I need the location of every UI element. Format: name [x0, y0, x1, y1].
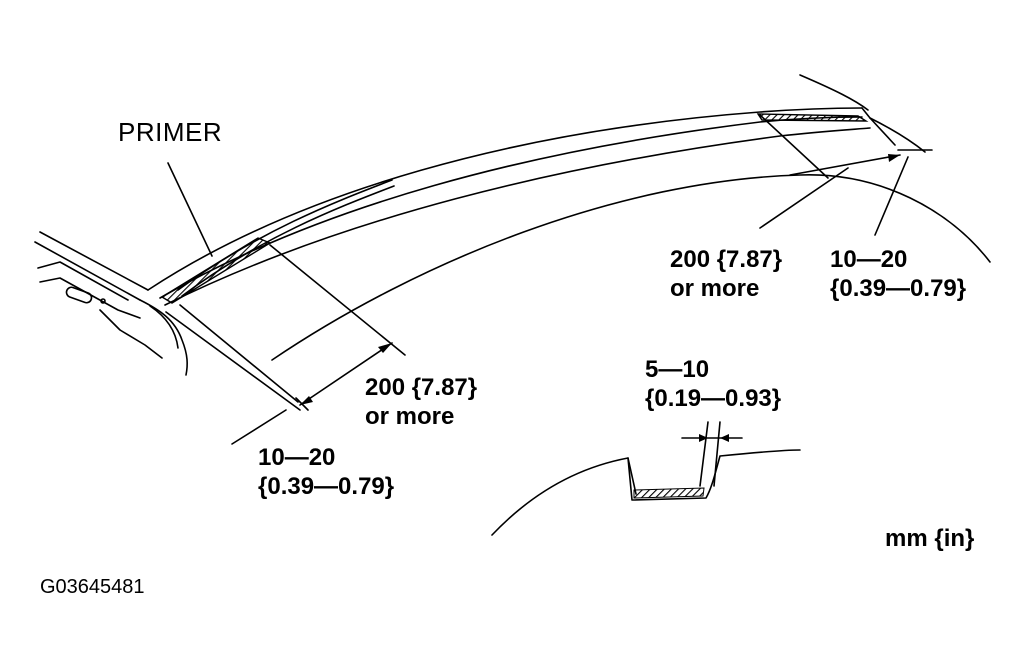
arrowhead-right-length	[888, 154, 900, 162]
section-width-label: 5—10 {0.19—0.93}	[645, 356, 782, 412]
section-ext-a	[699, 421, 709, 487]
right-length-leader	[759, 167, 849, 229]
left-leader-primer	[167, 162, 213, 257]
right-ext-line-a	[759, 114, 829, 179]
a-pillar-upper	[39, 231, 149, 291]
left-width-leader	[231, 409, 287, 445]
left-ext-line-outer	[165, 311, 301, 411]
windshield-arc	[271, 174, 991, 361]
primer-label: PRIMER	[118, 117, 223, 147]
figure-code: G03645481	[40, 576, 145, 598]
body-slot	[65, 286, 93, 304]
left-width-label: 10—20 {0.39—0.79}	[258, 444, 395, 500]
right-length-dim	[789, 154, 901, 176]
arrowhead-section-right	[720, 434, 729, 442]
section-profile	[491, 449, 801, 536]
primer-area-right	[756, 113, 869, 122]
roof-molding-line	[164, 127, 871, 306]
roof-rear-corner	[869, 117, 926, 153]
roof-rear-top	[799, 74, 869, 111]
primer-area-left	[160, 237, 272, 304]
roof-molding-step	[861, 107, 896, 146]
roof-groove-lower	[181, 185, 395, 297]
units-label: mm {in}	[885, 525, 975, 552]
roof-outer-edge	[147, 107, 863, 291]
arrowhead-left-length-bottom	[300, 396, 313, 405]
a-pillar-lower	[34, 241, 141, 301]
left-length-label: 200 {7.87} or more	[365, 374, 478, 430]
body-panel-top	[37, 261, 129, 301]
left-length-dim	[299, 342, 393, 406]
right-length-label: 200 {7.87} or more	[670, 246, 783, 302]
a-pillar-inner	[149, 305, 179, 349]
right-width-leader	[874, 156, 909, 236]
arrowhead-section-left	[699, 434, 708, 442]
arrowhead-left-length-top	[378, 343, 392, 353]
primer-area-section	[633, 487, 705, 499]
body-hole	[100, 298, 106, 304]
section-profile-inner	[627, 457, 637, 495]
right-width-label: 10—20 {0.39—0.79}	[830, 246, 967, 302]
section-ext-b	[713, 421, 721, 487]
left-ext-line-inner	[179, 304, 299, 403]
a-pillar-edge	[139, 299, 188, 376]
body-panel-low	[99, 309, 163, 359]
left-length-ext-line	[269, 244, 406, 356]
